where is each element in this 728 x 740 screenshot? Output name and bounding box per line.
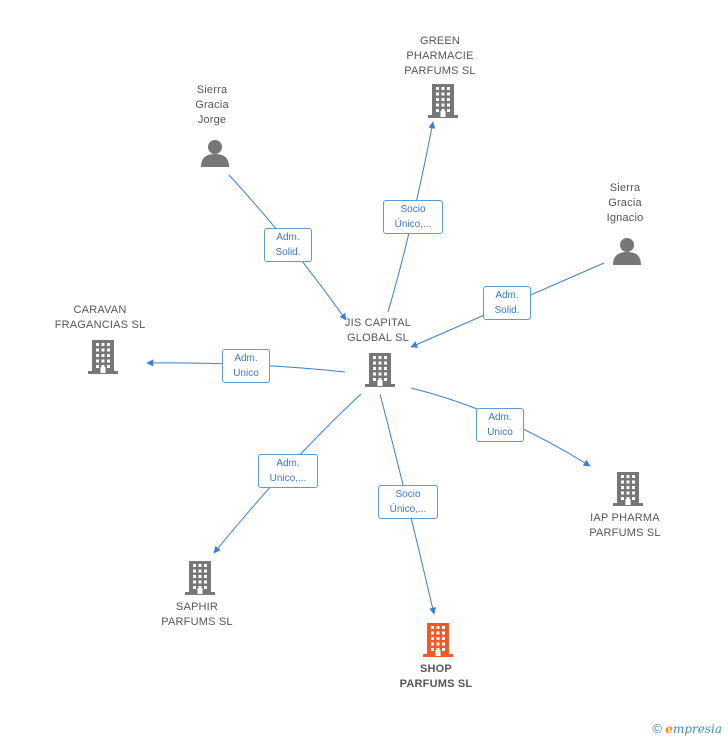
saphir-building-icon[interactable] bbox=[185, 561, 215, 600]
copyright-symbol: © bbox=[652, 721, 662, 736]
e-jis-green-role-label[interactable]: Socio Único,... bbox=[383, 200, 443, 234]
brand-name: mpresia bbox=[672, 722, 722, 736]
e-jorge-jis-role-label[interactable]: Adm. Solid. bbox=[264, 228, 312, 262]
iap-building-icon[interactable] bbox=[613, 472, 643, 511]
e-jis-saphir-role-label[interactable]: Adm. Unico,... bbox=[258, 454, 318, 488]
ignacio-label[interactable]: Sierra Gracia Ignacio bbox=[606, 181, 644, 224]
jorge-label[interactable]: Sierra Gracia Jorge bbox=[195, 83, 229, 126]
jorge-person-icon[interactable] bbox=[200, 139, 230, 172]
green-label[interactable]: GREEN PHARMACIE PARFUMS SL bbox=[404, 34, 476, 77]
e-ignacio-jis-role-label[interactable]: Adm. Solid. bbox=[483, 286, 531, 320]
jis-label[interactable]: JIS CAPITAL GLOBAL SL bbox=[344, 317, 412, 344]
shop-building-icon[interactable] bbox=[423, 623, 453, 662]
caravan-building-icon[interactable] bbox=[88, 340, 118, 379]
brand-first-letter: e bbox=[665, 722, 673, 736]
e-jis-iap-role-label[interactable]: Adm. Unico bbox=[476, 408, 524, 442]
shop-label[interactable]: SHOP PARFUMS SL bbox=[399, 663, 473, 690]
caravan-label[interactable]: CARAVAN FRAGANCIAS SL bbox=[54, 304, 146, 331]
empresia-brand[interactable]: © empresia bbox=[652, 721, 722, 736]
iap-label[interactable]: IAP PHARMA PARFUMS SL bbox=[589, 512, 661, 539]
saphir-label[interactable]: SAPHIR PARFUMS SL bbox=[161, 601, 233, 628]
ignacio-person-icon[interactable] bbox=[612, 237, 642, 270]
e-jis-shop-role-label[interactable]: Socio Único,... bbox=[378, 485, 438, 519]
jis-building-icon[interactable] bbox=[365, 353, 395, 392]
green-building-icon[interactable] bbox=[428, 84, 458, 123]
e-jis-caravan-role-label[interactable]: Adm. Unico bbox=[222, 349, 270, 383]
